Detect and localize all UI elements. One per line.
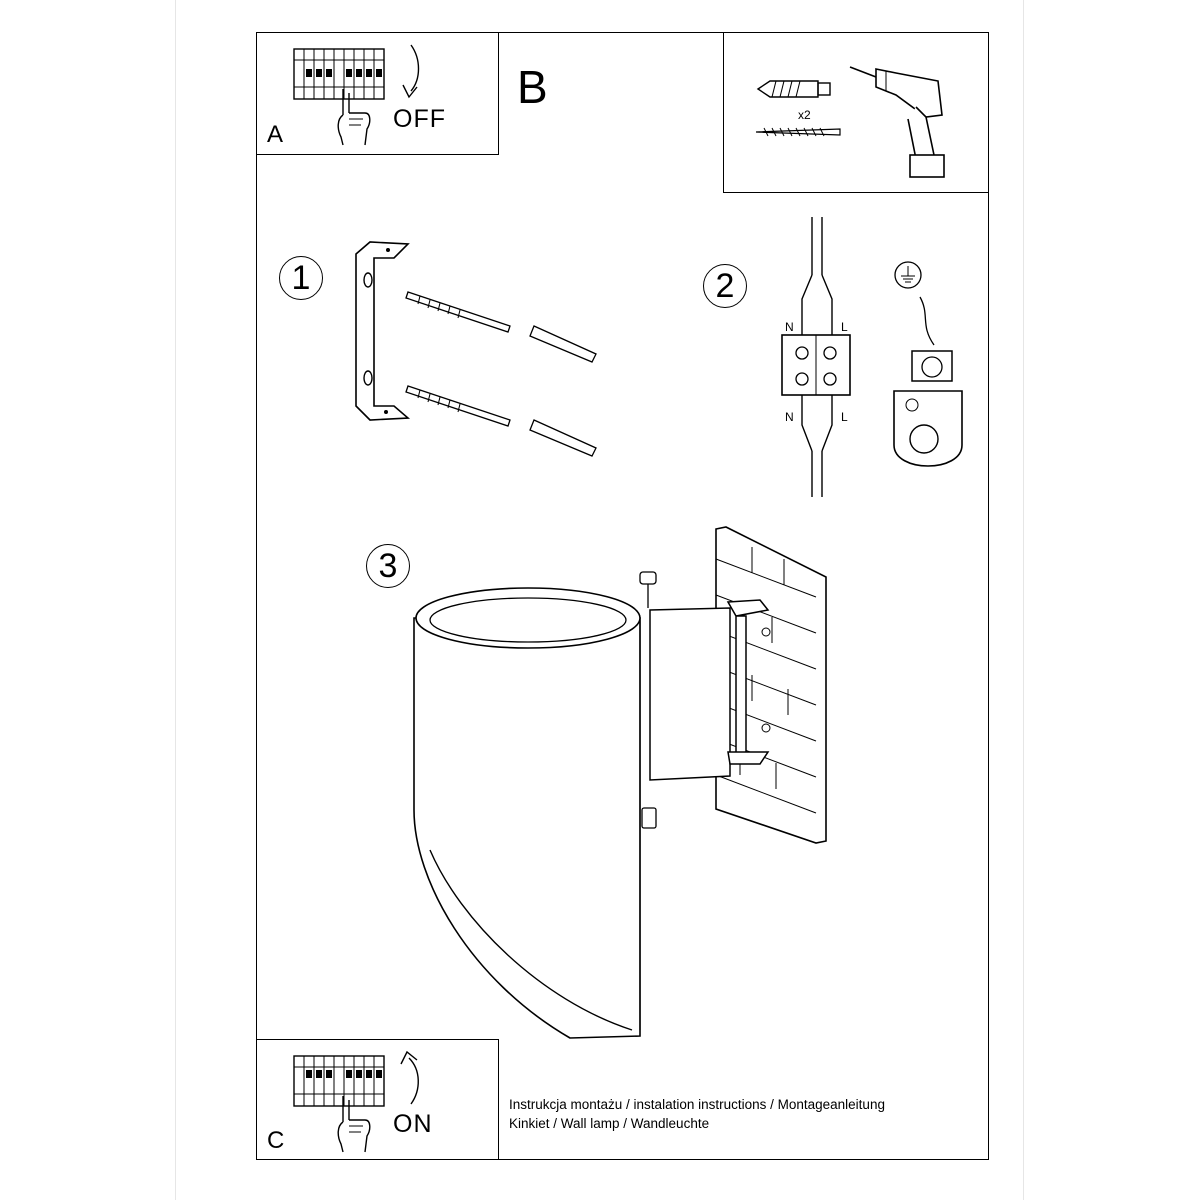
page-edge-right (1023, 0, 1024, 1200)
step-1-badge: 1 (279, 256, 323, 300)
hand-icon (337, 1096, 371, 1153)
on-label: ON (393, 1110, 433, 1138)
wall-plug-icon (756, 80, 831, 98)
tools-box: x2 (723, 32, 989, 193)
screw-icon (405, 385, 597, 457)
wire-label-n-bottom: N (785, 410, 794, 424)
wire-label-n-top: N (785, 320, 794, 334)
terminal-block-icon (781, 217, 851, 497)
wire-label-l-top: L (841, 320, 848, 334)
circuit-breaker-icon (293, 1055, 385, 1107)
hand-icon (337, 89, 371, 146)
circuit-breaker-icon (293, 48, 385, 100)
mounting-bracket-icon (355, 241, 411, 421)
off-label: OFF (393, 105, 446, 133)
step-2-badge: 2 (703, 264, 747, 308)
page-edge-left (175, 0, 176, 1200)
caption-line-1: Instrukcja montażu / instalation instruc… (509, 1097, 885, 1112)
wire-label-l-bottom: L (841, 410, 848, 424)
panel-a-letter: A (267, 121, 284, 148)
ground-terminal-icon (893, 296, 963, 467)
step-3-badge: 3 (366, 544, 410, 588)
caption-line-2: Kinkiet / Wall lamp / Wandleuchte (509, 1116, 710, 1131)
wall-lamp-icon (413, 571, 771, 1039)
panel-c: C ON (256, 1039, 499, 1160)
instruction-sheet (256, 32, 989, 1160)
drill-icon (849, 66, 945, 178)
screw-icon (405, 291, 597, 363)
ground-symbol-icon (894, 261, 922, 289)
screw-icon (755, 127, 841, 137)
arrow-down-icon (402, 44, 420, 99)
panel-b-letter: B (517, 61, 548, 113)
panel-c-letter: C (267, 1127, 285, 1154)
quantity-label: x2 (798, 108, 811, 122)
panel-a: A OFF (256, 32, 499, 155)
arrow-up-icon (400, 1050, 419, 1105)
